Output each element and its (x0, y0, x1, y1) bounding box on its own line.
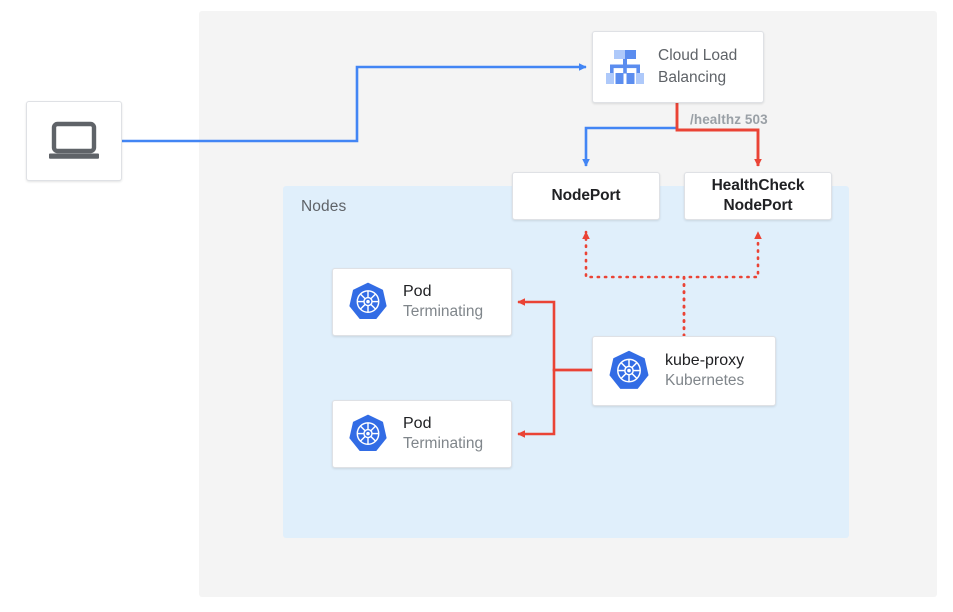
pod-terminating-2-subtitle: Terminating (403, 435, 484, 453)
healthcheck-nodeport-label: HealthCheck NodePort (712, 176, 805, 215)
kube-proxy-text: kube-proxy Kubernetes (665, 351, 744, 390)
pod-terminating-2-box[interactable]: Pod Terminating (332, 400, 512, 468)
clb-label-line-2: Balancing (658, 69, 727, 86)
kube-proxy-subtitle: Kubernetes (665, 372, 745, 390)
pod-terminating-2-title: Pod (403, 415, 432, 433)
nodeport-box[interactable]: NodePort (512, 172, 660, 220)
pod-terminating-1-text: Pod Terminating (403, 282, 483, 321)
kubernetes-icon (347, 413, 389, 455)
clb-label-line-1: Cloud Load (658, 47, 738, 64)
healthcheck-nodeport-label-line-2: NodePort (723, 197, 793, 214)
kube-proxy-title: kube-proxy (665, 352, 745, 370)
kubernetes-icon (607, 349, 651, 393)
laptop-icon (46, 119, 102, 163)
pod-terminating-1-box[interactable]: Pod Terminating (332, 268, 512, 336)
nodeport-label: NodePort (551, 187, 621, 205)
pod-terminating-2-text: Pod Terminating (403, 414, 483, 453)
nodes-region-label: Nodes (301, 198, 347, 215)
pod-terminating-1-title: Pod (403, 283, 432, 301)
kube-proxy-box[interactable]: kube-proxy Kubernetes (592, 336, 776, 406)
client-laptop-box[interactable] (26, 101, 122, 181)
healthz-edge-label: /healthz 503 (690, 112, 768, 127)
healthcheck-nodeport-box[interactable]: HealthCheck NodePort (684, 172, 832, 220)
kubernetes-icon (347, 281, 389, 323)
healthcheck-nodeport-label-line-1: HealthCheck (711, 177, 805, 195)
cloud-load-balancing-box[interactable]: Cloud Load Balancing (592, 31, 764, 103)
load-balancer-icon (602, 47, 648, 87)
cloud-load-balancing-label: Cloud Load Balancing (658, 45, 737, 89)
pod-terminating-1-subtitle: Terminating (403, 303, 484, 321)
